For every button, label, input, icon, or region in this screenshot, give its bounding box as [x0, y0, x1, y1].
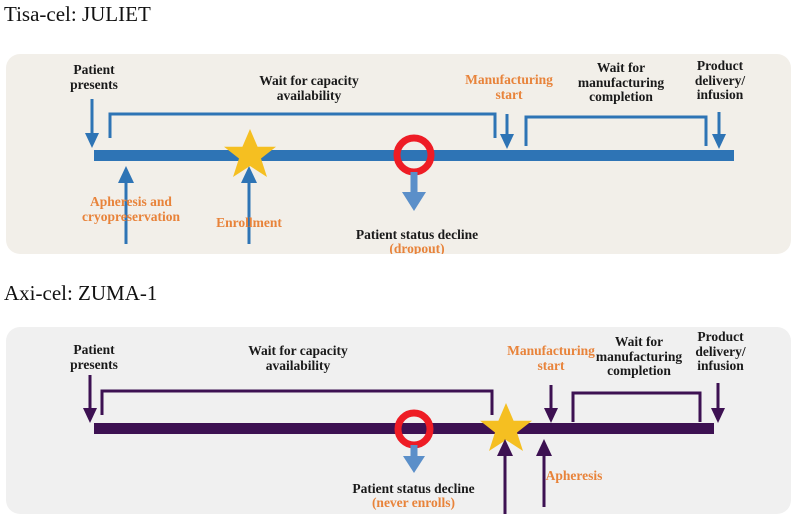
- arrow-patient-status-decline: [403, 445, 425, 473]
- label-manufacturing-start: Manufacturing start: [507, 343, 595, 373]
- bracket-wait-for-capacity-availability: [108, 112, 497, 138]
- bracket-wait-for-capacity-availability: [100, 389, 494, 415]
- label-patient-status-decline-main: Patient status decline: [355, 226, 479, 242]
- panel-tisa-cel: Patient presents Wait for capacity avail…: [6, 54, 791, 254]
- arrow-product-delivery-infusion: [711, 383, 725, 423]
- bracket-wait-for-manufacturing-completion: [571, 391, 702, 422]
- arrow-patient-presents: [85, 99, 99, 148]
- label-wait-for-manufacturing-completion: Wait for manufacturing completion: [595, 334, 683, 379]
- label-patient-status-decline-main: Patient status decline: [352, 480, 475, 496]
- label-product-delivery-infusion: Product delivery/ infusion: [694, 58, 746, 103]
- label-wait-for-capacity-availability: Wait for capacity availability: [259, 73, 359, 103]
- label-manufacturing-start: Manufacturing start: [465, 72, 553, 102]
- arrow-apheresis: [536, 439, 552, 507]
- label-patient-status-decline-sub: (dropout): [389, 241, 445, 254]
- panel-title-tisa-cel: Tisa-cel: JULIET: [4, 2, 151, 26]
- timeline-graphic-axi-cel: [83, 375, 725, 514]
- arrow-apheresis-cryopreservation: [118, 166, 134, 244]
- label-enrollment: Enrollment: [216, 215, 282, 230]
- label-apheresis-and-cryopreservation: Apheresis and cryopreservation: [82, 194, 180, 224]
- label-apheresis: Apheresis: [545, 468, 603, 483]
- arrow-product-delivery-infusion: [712, 112, 726, 149]
- label-patient-presents: Patient presents: [70, 342, 118, 372]
- arrow-manufacturing-start: [500, 114, 514, 149]
- bracket-wait-for-manufacturing-completion: [524, 115, 708, 146]
- timeline-bar: [94, 423, 714, 434]
- panel-title-axi-cel: Axi-cel: ZUMA-1: [4, 281, 158, 305]
- star-marker-enrollment: [224, 129, 276, 177]
- arrow-manufacturing-start: [544, 385, 558, 423]
- timeline-graphic-tisa-cel: [85, 99, 734, 244]
- arrow-patient-status-decline: [402, 172, 426, 211]
- label-wait-for-capacity-availability: Wait for capacity availability: [248, 343, 348, 373]
- star-marker-enrollment: [480, 403, 532, 451]
- label-patient-status-decline: Patient status decline (dropout): [329, 213, 505, 254]
- arrow-patient-presents: [83, 375, 97, 423]
- arrow-enrollment: [497, 439, 513, 514]
- label-patient-status-decline-sub: (never enrolls): [371, 495, 456, 511]
- timeline-bar: [94, 150, 734, 161]
- label-patient-presents: Patient presents: [70, 62, 118, 92]
- panel-axi-cel: Patient presents Wait for capacity avail…: [6, 327, 791, 514]
- arrow-enrollment: [241, 166, 257, 244]
- label-patient-status-decline: Patient status decline (never enrolls): [306, 467, 521, 514]
- label-wait-for-manufacturing-completion: Wait for manufacturing completion: [577, 60, 665, 105]
- label-product-delivery-infusion: Product delivery/ infusion: [695, 329, 746, 374]
